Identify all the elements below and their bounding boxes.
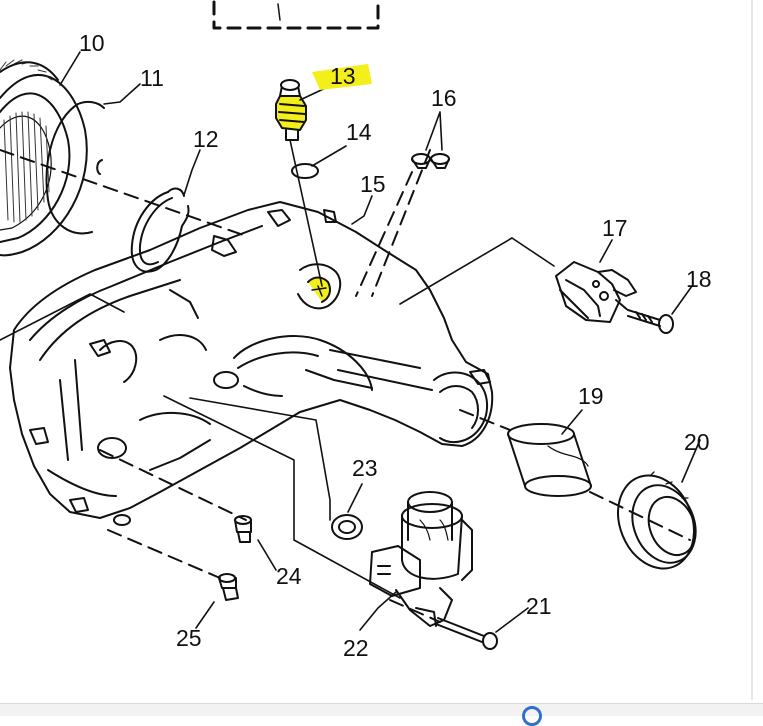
part-15-transfer-case	[9, 201, 494, 526]
part-21-bolt	[435, 617, 498, 650]
callout-25: 25	[176, 625, 202, 651]
dashed-axis-lines	[0, 149, 691, 623]
callout-16: 16	[431, 85, 457, 111]
callout-20: 20	[684, 429, 710, 455]
part-25-plug	[218, 573, 239, 601]
part-12-retaining-ring	[130, 187, 190, 273]
bottom-toolbar-strip	[0, 703, 763, 716]
callout-19: 19	[578, 383, 604, 409]
part-13-switch	[275, 79, 307, 141]
callout-10: 10	[79, 30, 105, 56]
part-11-snap-ring	[45, 100, 105, 235]
callout-11: 11	[140, 65, 164, 91]
callout-13: 13	[330, 63, 356, 89]
callout-12: 12	[193, 126, 219, 152]
callout-18: 18	[686, 266, 712, 292]
diagram-canvas: 10 11 12 13 14 15 16 17 18 19 20 21 22 2…	[0, 0, 712, 661]
part-16-dowel-pins	[411, 153, 450, 169]
part-17-bracket	[555, 261, 637, 323]
part-24-plug	[234, 515, 252, 543]
callout-14: 14	[346, 119, 372, 145]
callout-labels: 10 11 12 13 14 15 16 17 18 19 20 21 22 2…	[79, 30, 712, 661]
label-13-highlight	[312, 64, 372, 90]
callout-22: 22	[343, 635, 369, 661]
circle-icon[interactable]	[522, 706, 542, 726]
leader-lines	[0, 51, 701, 633]
callout-24: 24	[276, 563, 302, 589]
dashed-detail-box	[212, 0, 380, 30]
part-10-ring-gear	[0, 59, 88, 257]
part-22-motor	[369, 491, 473, 627]
callout-17: 17	[602, 215, 628, 241]
detail-line	[277, 3, 281, 21]
part-20-seal	[617, 471, 697, 570]
right-edge-rule	[751, 0, 753, 700]
part-14-o-ring	[291, 163, 319, 179]
callout-23: 23	[352, 455, 378, 481]
part-18-bolt	[627, 309, 674, 334]
part-23-washer	[331, 514, 363, 540]
callout-21: 21	[526, 593, 552, 619]
part-19-bushing	[507, 423, 592, 497]
callout-15: 15	[360, 171, 386, 197]
